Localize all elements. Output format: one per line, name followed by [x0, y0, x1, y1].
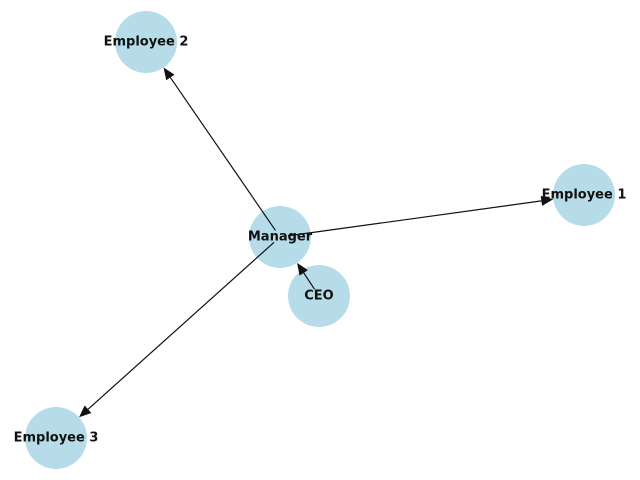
node-label-employee3: Employee 3: [14, 431, 99, 446]
nodes-layer: [25, 11, 615, 469]
node-manager: [249, 206, 311, 268]
node-label-employee2: Employee 2: [104, 35, 189, 50]
arrowhead-ceo-to-manager: [297, 262, 308, 276]
node-circle-manager: [249, 206, 311, 268]
edge-manager-to-employee2: [169, 77, 276, 231]
node-circle-employee3: [25, 407, 87, 469]
label-group: Manager Employee 1 Employee 2 Employee 3 CEO: [14, 35, 627, 446]
node-employee1: [553, 164, 615, 226]
node-employee3: [25, 407, 87, 469]
node-circle-employee2: [115, 11, 177, 73]
arrowhead-manager-to-employee3: [79, 405, 92, 418]
edge-manager-to-employee3: [87, 241, 275, 410]
edge-group: [79, 67, 554, 418]
node-ceo: [288, 265, 350, 327]
arrowhead-manager-to-employee2: [163, 67, 175, 81]
arrowhead-manager-to-employee1: [540, 195, 554, 206]
node-circle-employee1: [553, 164, 615, 226]
node-label-manager: Manager: [248, 230, 313, 245]
node-employee2: [115, 11, 177, 73]
node-circle-ceo: [288, 265, 350, 327]
edge-manager-to-employee1: [287, 200, 542, 237]
node-label-employee1: Employee 1: [542, 188, 627, 203]
edge-ceo-to-manager: [303, 272, 316, 290]
node-label-ceo: CEO: [304, 289, 333, 304]
